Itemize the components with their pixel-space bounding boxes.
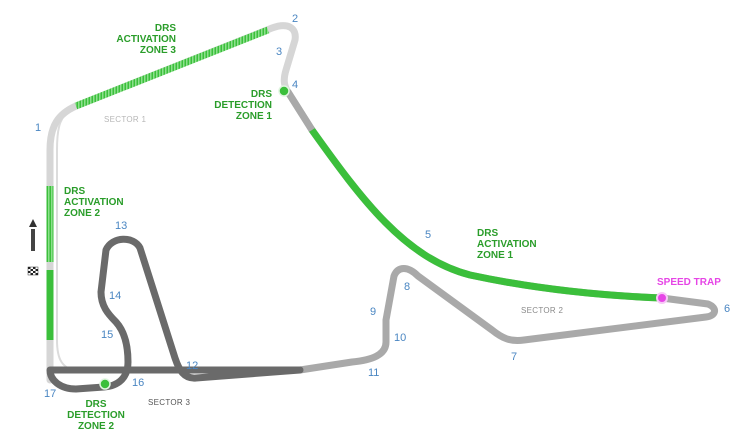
svg-text:DRS: DRS: [85, 399, 106, 410]
turn-2: 2: [292, 13, 298, 25]
drs-activation-zone-1-track: [308, 126, 666, 302]
svg-text:DETECTION: DETECTION: [214, 100, 272, 111]
svg-text:ZONE 2: ZONE 2: [78, 421, 115, 432]
turn-13: 13: [115, 220, 127, 232]
sector-1-label: SECTOR 1: [104, 115, 147, 124]
turn-17: 17: [44, 388, 56, 400]
drs-activation-zone-1-label: DRS ACTIVATION ZONE 1: [477, 228, 537, 261]
drs-detection-2-point: [99, 378, 111, 390]
svg-text:ZONE 1: ZONE 1: [236, 111, 273, 122]
start-finish-flag-icon: [27, 266, 39, 276]
svg-text:DRS: DRS: [477, 228, 498, 239]
turn-7: 7: [511, 351, 517, 363]
track-sector-1: [46, 22, 299, 384]
turn-16: 16: [132, 377, 144, 389]
turn-12: 12: [186, 360, 198, 372]
sector-2-label: SECTOR 2: [521, 306, 564, 315]
svg-text:DRS: DRS: [251, 89, 272, 100]
svg-text:ACTIVATION: ACTIVATION: [116, 34, 176, 45]
drs-activation-zone-2-label: DRS ACTIVATION ZONE 2: [64, 186, 124, 219]
pit-lane: [56, 105, 79, 373]
drs-detection-zone-2-label: DRS DETECTION ZONE 2: [67, 399, 125, 432]
turn-4: 4: [292, 79, 298, 91]
turn-15: 15: [101, 329, 113, 341]
track-sector-3: [46, 235, 304, 393]
turn-5: 5: [425, 229, 431, 241]
svg-text:DRS: DRS: [64, 186, 85, 197]
svg-text:ACTIVATION: ACTIVATION: [477, 239, 537, 250]
drs-activation-zone-3-track: [74, 26, 270, 110]
svg-text:ZONE 2: ZONE 2: [64, 208, 101, 219]
svg-text:ACTIVATION: ACTIVATION: [64, 197, 124, 208]
turn-9: 9: [370, 306, 376, 318]
drs-detection-1-point: [278, 85, 290, 97]
turn-8: 8: [404, 281, 410, 293]
drs-detection-zone-1-label: DRS DETECTION ZONE 1: [214, 89, 272, 122]
svg-text:DETECTION: DETECTION: [67, 410, 125, 421]
speed-trap-label: SPEED TRAP: [657, 277, 721, 288]
svg-text:ZONE 1: ZONE 1: [477, 250, 514, 261]
svg-text:DRS: DRS: [155, 23, 176, 34]
drs-detection-1-to-activation: [285, 90, 315, 132]
turn-6: 6: [724, 303, 730, 315]
turn-11: 11: [368, 367, 379, 379]
sector-3-label: SECTOR 3: [148, 398, 191, 407]
turn-3: 3: [276, 46, 282, 58]
turn-1: 1: [35, 122, 41, 134]
svg-text:ZONE 3: ZONE 3: [140, 45, 177, 56]
drs-activation-zone-3-label: DRS ACTIVATION ZONE 3: [116, 23, 176, 56]
direction-arrow-icon: [29, 219, 37, 251]
speed-trap-point: [656, 292, 668, 304]
turn-10: 10: [394, 332, 406, 344]
track-sector-2: [284, 88, 718, 374]
turn-14: 14: [109, 290, 121, 302]
